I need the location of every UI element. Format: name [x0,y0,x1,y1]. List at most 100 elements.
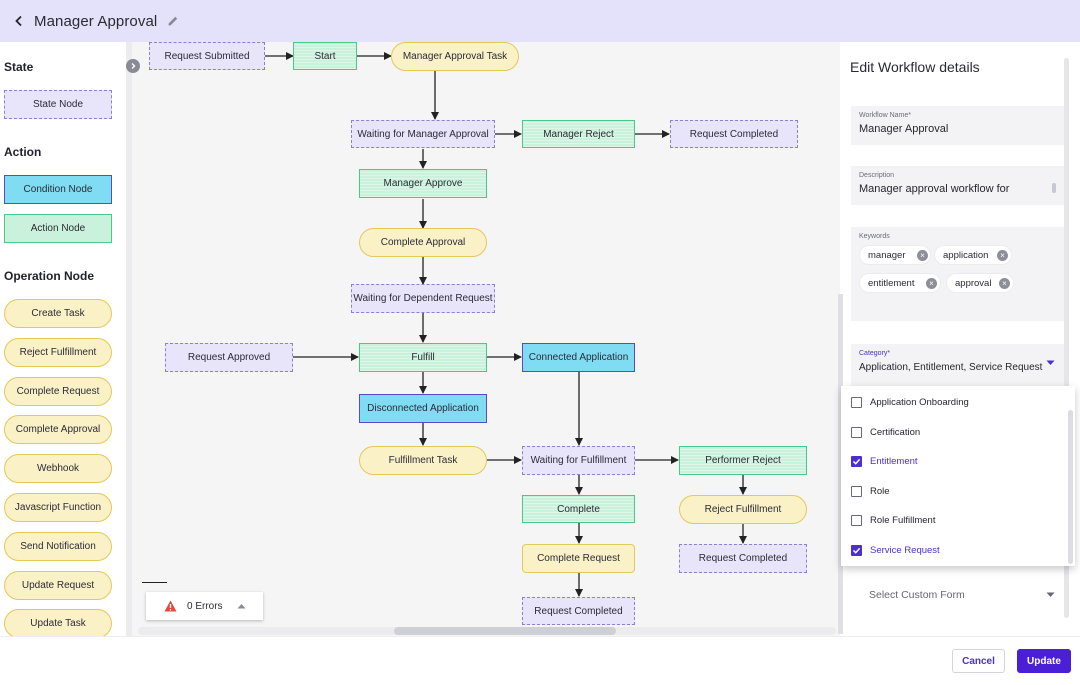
node-connected-application[interactable]: Connected Application [522,343,635,372]
option-label: Entitlement [870,455,918,467]
node-waiting-manager-approval[interactable]: Waiting for Manager Approval [351,120,495,148]
caret-down-icon[interactable] [1046,360,1055,366]
workflow-name-input[interactable]: Manager Approval [859,123,949,135]
palette-scrollbar[interactable] [126,42,132,636]
description-label: Description [859,172,895,179]
node-fulfillment-task[interactable]: Fulfillment Task [359,446,487,475]
caret-up-icon [237,604,246,609]
update-button[interactable]: Update [1017,649,1071,673]
node-disconnected-application[interactable]: Disconnected Application [359,394,487,423]
node-request-approved[interactable]: Request Approved [165,343,293,372]
back-button[interactable] [4,6,34,36]
workflow-name-field[interactable]: Workflow Name* Manager Approval [851,106,1068,145]
palette-op-update-task[interactable]: Update Task [4,609,112,636]
pencil-icon [168,16,178,26]
dropdown-scrollbar[interactable] [1068,410,1073,564]
check-icon [852,458,861,465]
node-manager-reject[interactable]: Manager Reject [522,120,635,148]
canvas-vertical-scrollbar[interactable] [838,294,843,634]
page-title: Manager Approval [34,12,158,30]
palette-condition-node[interactable]: Condition Node [4,175,112,204]
palette-op-javascript-function[interactable]: Javascript Function [4,493,112,522]
palette-action-node[interactable]: Action Node [4,214,112,243]
palette-op-send-notification[interactable]: Send Notification [4,532,112,561]
keyword-chip-label: entitlement [868,277,915,289]
node-start[interactable]: Start [293,42,357,70]
custom-form-placeholder: Select Custom Form [869,589,965,601]
checkbox[interactable] [851,396,862,408]
warning-icon [164,600,177,612]
node-reject-fulfillment[interactable]: Reject Fulfillment [679,495,807,524]
cancel-button[interactable]: Cancel [952,649,1005,673]
category-select[interactable]: Application, Entitlement, Service Reques… [859,362,1043,373]
footer-bar [0,636,1080,685]
option-label: Certification [870,426,921,438]
category-option-application-onboarding[interactable]: Application Onboarding [841,391,1065,413]
edit-title-button[interactable] [163,11,183,31]
top-header: Manager Approval [0,0,1080,42]
option-label: Service Request [870,544,940,556]
category-option-role[interactable]: Role [841,480,1065,502]
errors-count: 0 Errors [187,600,223,612]
node-request-completed-1[interactable]: Request Completed [670,120,798,148]
category-option-entitlement[interactable]: Entitlement [841,450,1065,472]
remove-keyword-icon[interactable]: × [997,250,1008,261]
remove-keyword-icon[interactable]: × [999,278,1010,289]
panel-scrollbar[interactable] [1064,58,1069,618]
palette-section-action: Action [4,145,42,159]
palette-state-node[interactable]: State Node [4,90,112,119]
collapse-palette-button[interactable] [126,59,140,73]
keyword-chip: application × [934,245,1012,265]
checkbox[interactable] [851,485,862,497]
remove-keyword-icon[interactable]: × [926,278,937,289]
node-complete-approval[interactable]: Complete Approval [359,228,487,257]
custom-form-select[interactable]: Select Custom Form [861,580,1061,610]
category-option-role-fulfillment[interactable]: Role Fulfillment [841,509,1065,531]
node-request-submitted[interactable]: Request Submitted [149,42,265,70]
description-field[interactable]: Description Manager approval workflow fo… [851,166,1068,205]
keyword-chip-label: application [943,249,989,261]
chevron-left-icon [15,15,22,27]
palette-op-complete-request[interactable]: Complete Request [4,377,112,406]
category-field[interactable]: Category* Application, Entitlement, Serv… [851,344,1068,386]
node-complete[interactable]: Complete [522,495,635,523]
checkbox-checked[interactable] [851,544,862,556]
workflow-edges [265,52,747,597]
node-manager-approve[interactable]: Manager Approve [359,169,487,198]
category-label: Category* [859,350,891,357]
keyword-chip: entitlement × [859,273,941,293]
option-label: Role Fulfillment [870,514,936,526]
node-request-completed-3[interactable]: Request Completed [522,597,635,625]
palette-op-webhook[interactable]: Webhook [4,454,112,483]
description-scrollbar[interactable] [1052,183,1056,193]
check-icon [852,547,861,554]
keywords-field[interactable]: Keywords manager × application × entitle… [851,227,1068,321]
workflow-canvas[interactable]: Request Submitted Start Manager Approval… [132,42,840,636]
canvas-scroll-thumb[interactable] [394,627,616,635]
category-option-service-request[interactable]: Service Request [841,539,1065,561]
checkbox[interactable] [851,426,862,438]
palette-op-complete-approval[interactable]: Complete Approval [4,415,112,444]
palette-op-reject-fulfillment[interactable]: Reject Fulfillment [4,338,112,367]
description-input[interactable]: Manager approval workflow for [859,183,1010,195]
node-waiting-dependent-request[interactable]: Waiting for Dependent Request [351,284,495,313]
category-dropdown: Application Onboarding Certification Ent… [841,386,1075,566]
node-palette: State State Node Action Condition Node A… [0,42,126,636]
keyword-chip: approval × [946,273,1014,293]
node-request-completed-2[interactable]: Request Completed [679,544,807,573]
workflow-name-label: Workflow Name* [859,112,911,119]
node-complete-request[interactable]: Complete Request [522,544,635,573]
node-waiting-fulfillment[interactable]: Waiting for Fulfillment [522,446,635,475]
keyword-chip-label: manager [868,249,906,261]
node-fulfill[interactable]: Fulfill [359,343,487,372]
node-performer-reject[interactable]: Performer Reject [679,446,807,475]
remove-keyword-icon[interactable]: × [917,250,928,261]
node-manager-approval-task[interactable]: Manager Approval Task [391,42,519,71]
checkbox-checked[interactable] [851,455,862,467]
palette-op-create-task[interactable]: Create Task [4,299,112,328]
palette-op-update-request[interactable]: Update Request [4,571,112,600]
chevron-right-icon [131,63,136,69]
checkbox[interactable] [851,514,862,526]
category-option-certification[interactable]: Certification [841,421,1065,443]
errors-panel[interactable]: 0 Errors [146,592,263,620]
